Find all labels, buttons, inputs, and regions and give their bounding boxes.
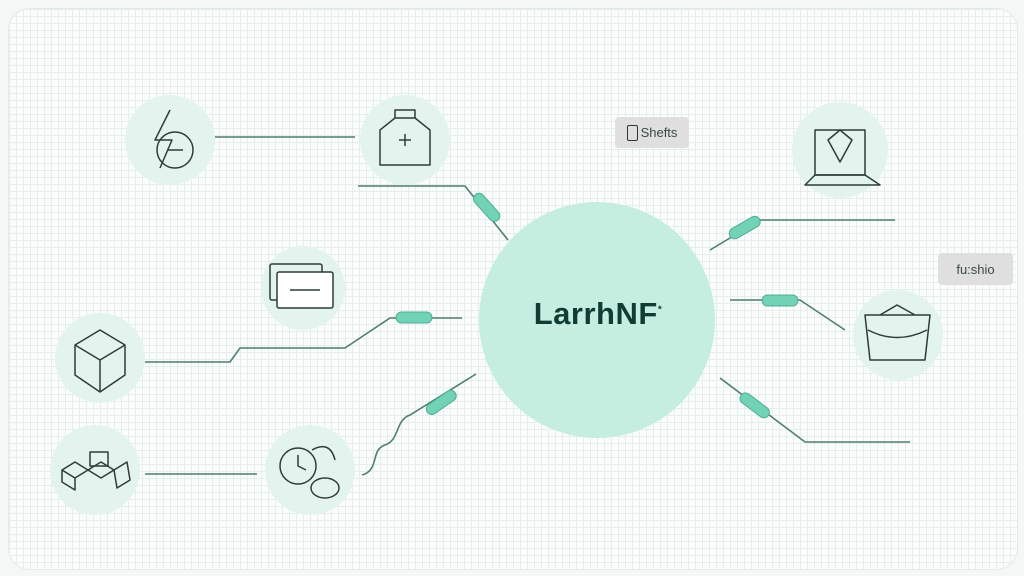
basket-icon	[864, 304, 931, 361]
tag-fushio[interactable]: fu:shio	[938, 253, 1013, 285]
tag-label: Shefts	[640, 125, 678, 140]
hub-title: LarrhNF	[533, 296, 658, 331]
hub-circle	[479, 202, 715, 438]
connector-line	[358, 185, 509, 241]
tablet-icon	[626, 124, 638, 141]
connector-capsule	[728, 215, 761, 240]
connector-capsule	[472, 192, 501, 222]
blocks-icon	[61, 451, 131, 491]
connector-capsule	[739, 392, 770, 419]
tag-shefts[interactable]: Shefts	[615, 117, 689, 148]
icon-bg	[853, 290, 943, 380]
tag-label: fu:shio	[956, 261, 995, 277]
cube-icon	[74, 329, 126, 393]
icon-bg	[50, 425, 140, 515]
connector-capsule	[761, 294, 799, 307]
connector-line	[719, 377, 910, 443]
medical-box-icon	[379, 109, 431, 166]
stacked-cards-icon	[269, 263, 334, 309]
connector-line	[730, 299, 846, 331]
hub-mark: *	[657, 304, 663, 316]
connector-capsule	[425, 389, 457, 416]
icon-bg	[265, 425, 355, 515]
clock-mouse-icon	[279, 445, 340, 499]
icon-bg	[792, 102, 888, 198]
connector-capsule	[395, 311, 433, 324]
lightning-refresh-icon	[154, 109, 194, 169]
laptop-box-icon	[804, 129, 881, 186]
hub-label: LarrhNF*	[480, 296, 716, 332]
icon-bg	[55, 313, 145, 403]
connector-line	[361, 373, 477, 476]
